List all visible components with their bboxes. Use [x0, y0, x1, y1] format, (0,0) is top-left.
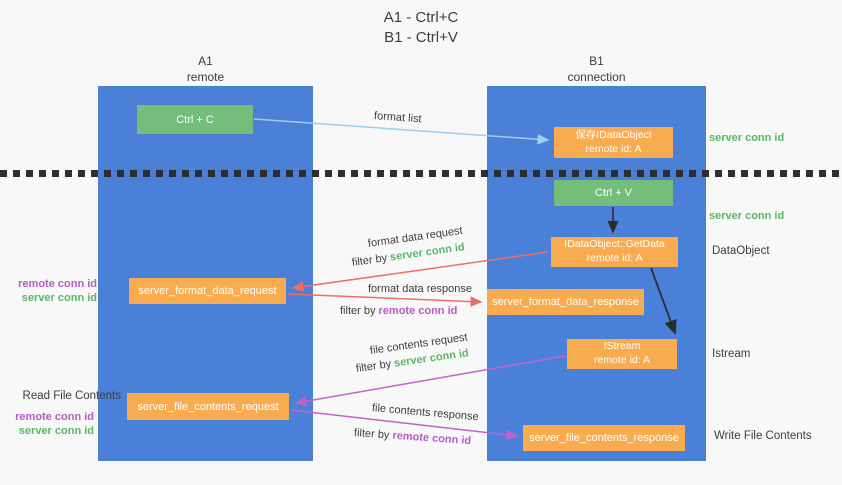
lane-b-name: B1	[589, 54, 604, 68]
node-server-file-contents-request: server_file_contents_request	[127, 393, 289, 420]
lane-b-role: connection	[567, 69, 626, 84]
annotation-server-conn-id-2: server conn id	[18, 425, 94, 437]
lane-a-role: remote	[186, 69, 225, 84]
annotation-remote-conn-id-1: remote conn id	[18, 278, 97, 290]
node-ctrl-c: Ctrl + C	[137, 105, 253, 134]
node-istream: IStream remote id: A	[567, 339, 677, 369]
title-line-1: A1 - Ctrl+C	[383, 9, 459, 26]
node-getdata-line2: remote id: A	[586, 252, 643, 264]
annotation-server-conn-id-top: server conn id	[709, 132, 785, 144]
filter-key-remote-conn-id-1: remote conn id	[378, 305, 458, 317]
node-ctrl-c-label: Ctrl + C	[176, 113, 214, 126]
node-save-idataobject-line2: remote id: A	[585, 142, 642, 155]
annotation-dataobject: DataObject	[712, 245, 770, 257]
node-getdata-line1: IDataObject::GetData	[564, 238, 665, 251]
node-server-file-contents-response: server_file_contents_response	[523, 425, 685, 451]
filter-by-text-3: filter by	[355, 357, 395, 375]
node-save-idataobject-line1: 保存IDataObject	[575, 128, 652, 141]
node-server-format-data-response: server_format_data_response	[487, 289, 644, 315]
node-istream-line2: remote id: A	[593, 354, 651, 366]
edge-label-format-data-response: format data response	[368, 283, 472, 295]
node-format-request-label: server_format_data_request	[138, 285, 277, 297]
session-divider-dotted-line	[0, 170, 842, 177]
node-ctrl-v-label: Ctrl + V	[595, 187, 632, 199]
edge-label-filter-by-remote-conn-id-1: filter by remote conn id	[340, 305, 457, 317]
annotation-remote-conn-id-2: remote conn id	[15, 411, 94, 423]
node-server-format-data-request: server_format_data_request	[129, 278, 286, 304]
node-file-response-label: server_file_contents_response	[529, 432, 679, 444]
annotation-read-file-contents: Read File Contents	[22, 390, 121, 402]
annotation-write-file-contents: Write File Contents	[714, 430, 812, 442]
lane-a-name: A1	[198, 54, 213, 68]
annotation-server-conn-id-mid: server conn id	[709, 210, 785, 222]
annotation-server-conn-id-1: server conn id	[21, 292, 97, 304]
arrow-format-data-response	[287, 293, 483, 307]
node-format-response-label: server_format_data_response	[492, 296, 639, 308]
title-line-2: B1 - Ctrl+V	[384, 29, 458, 47]
filter-by-text-1: filter by	[351, 251, 391, 269]
node-idataobject-getdata: IDataObject::GetData remote id: A	[551, 237, 678, 267]
edge-label-file-contents-response: file contents response	[371, 402, 480, 424]
filter-by-text-2: filter by	[340, 305, 379, 317]
lane-a-header: A1 remote	[98, 54, 313, 85]
node-istream-line1: IStream	[603, 340, 641, 353]
filter-key-remote-conn-id-2: remote conn id	[392, 429, 472, 448]
annotation-istream: Istream	[712, 348, 751, 360]
node-file-request-label: server_file_contents_request	[137, 400, 279, 413]
edge-label-format-list: format list	[373, 110, 422, 126]
node-ctrl-v: Ctrl + V	[554, 180, 673, 206]
diagram-title: A1 - Ctrl+C B1 - Ctrl+V	[300, 8, 542, 49]
filter-by-text-4: filter by	[353, 427, 393, 442]
node-save-idataobject: 保存IDataObject remote id: A	[554, 127, 673, 158]
edge-label-filter-by-remote-conn-id-2: filter by remote conn id	[354, 427, 472, 447]
lane-b-header: B1 connection	[487, 54, 706, 85]
